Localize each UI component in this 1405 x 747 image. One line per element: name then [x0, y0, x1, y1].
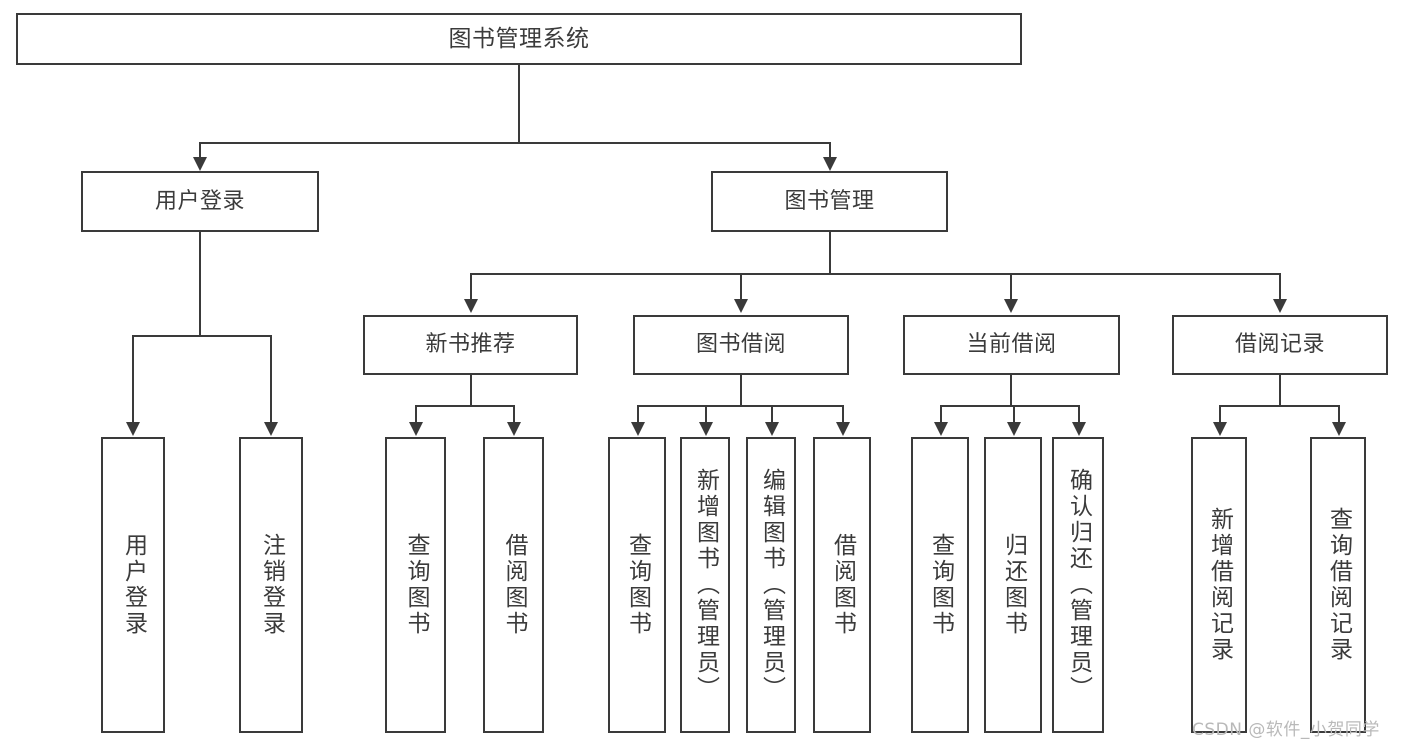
node-leaf-borrow-book-2[interactable]: 借阅图书: [813, 437, 871, 733]
connector-new-book-stem: [470, 375, 472, 406]
node-label: 编辑图书（管理员）: [758, 468, 785, 702]
node-label: 借阅图书: [501, 533, 527, 637]
node-leaf-confirm-return[interactable]: 确认归还（管理员）: [1052, 437, 1104, 733]
arrow-user-login-to-leaf-2: [264, 422, 278, 436]
arrow-to-book-borrow: [734, 299, 748, 313]
node-label: 新增借阅记录: [1206, 507, 1233, 663]
connector-borrow-record-to-leaf-1: [1219, 405, 1221, 423]
arrow-book-borrow-to-leaf-2: [699, 422, 713, 436]
arrow-current-borrow-to-leaf-2: [1007, 422, 1021, 436]
connector-book-borrow-to-leaf-2: [705, 405, 707, 423]
connector-new-book-to-leaf-1: [415, 405, 417, 423]
node-label: 用户登录: [120, 533, 147, 637]
connector-user-login-to-leaf-1: [132, 335, 134, 423]
watermark: CSDN @软件_小贺同学: [1192, 720, 1380, 740]
node-leaf-return-book[interactable]: 归还图书: [984, 437, 1042, 733]
arrow-book-borrow-to-leaf-1: [631, 422, 645, 436]
node-label: 图书借阅: [695, 332, 786, 358]
arrow-user-login-to-leaf-1: [126, 422, 140, 436]
node-user-login[interactable]: 用户登录: [81, 171, 319, 232]
node-label: 图书管理: [784, 188, 875, 214]
connector-user-login-stem: [199, 232, 201, 335]
arrow-to-current-borrow: [1004, 299, 1018, 313]
connector-book-borrow-to-leaf-4: [842, 405, 844, 423]
connector-current-borrow-bus: [940, 405, 1078, 407]
connector-book-management-stem: [829, 232, 831, 275]
node-current-borrow[interactable]: 当前借阅: [903, 315, 1120, 375]
connector-borrow-record-bus: [1219, 405, 1339, 407]
node-label: 查询借阅记录: [1325, 507, 1352, 663]
arrow-borrow-record-to-leaf-1: [1213, 422, 1227, 436]
node-label: 查询图书: [927, 533, 954, 637]
arrow-new-book-to-leaf-2: [507, 422, 521, 436]
node-leaf-add-book[interactable]: 新增图书（管理员）: [680, 437, 730, 733]
node-leaf-user-logout[interactable]: 注销登录: [239, 437, 303, 733]
connector-book-borrow-bus: [637, 405, 843, 407]
node-label: 当前借阅: [966, 332, 1057, 358]
node-leaf-edit-book[interactable]: 编辑图书（管理员）: [746, 437, 796, 733]
connector-new-book-to-leaf-2: [513, 405, 515, 423]
node-leaf-query-borrow-record[interactable]: 查询借阅记录: [1310, 437, 1366, 733]
node-label: 归还图书: [1000, 533, 1027, 637]
node-new-book-recommend[interactable]: 新书推荐: [363, 315, 578, 375]
node-borrow-record[interactable]: 借阅记录: [1172, 315, 1388, 375]
arrow-to-borrow-record: [1273, 299, 1287, 313]
connector-to-new-book-recommend: [470, 273, 472, 301]
arrow-current-borrow-to-leaf-1: [934, 422, 948, 436]
connector-user-login-to-leaf-2: [270, 335, 272, 423]
arrow-root-to-user-login: [193, 157, 207, 171]
connector-borrow-record-to-leaf-2: [1338, 405, 1340, 423]
node-label: 确认归还（管理员）: [1065, 468, 1092, 702]
node-label: 图书管理系统: [448, 25, 590, 52]
connector-root-to-user-login: [199, 142, 201, 168]
arrow-current-borrow-to-leaf-3: [1072, 422, 1086, 436]
arrow-book-borrow-to-leaf-3: [765, 422, 779, 436]
connector-root-stem: [518, 65, 520, 143]
connector-borrow-record-stem: [1279, 375, 1281, 406]
node-book-borrow[interactable]: 图书借阅: [633, 315, 849, 375]
connector-user-login-bus: [132, 335, 271, 337]
node-label: 注销登录: [258, 533, 285, 637]
arrow-new-book-to-leaf-1: [409, 422, 423, 436]
connector-level3-bus: [470, 273, 1280, 275]
connector-new-book-bus: [415, 405, 514, 407]
arrow-to-new-book-recommend: [464, 299, 478, 313]
node-leaf-query-book-2[interactable]: 查询图书: [608, 437, 666, 733]
connector-root-bus: [199, 142, 831, 144]
node-leaf-query-book-3[interactable]: 查询图书: [911, 437, 969, 733]
connector-to-current-borrow: [1010, 273, 1012, 301]
connector-to-borrow-record: [1279, 273, 1281, 301]
node-leaf-add-borrow-record[interactable]: 新增借阅记录: [1191, 437, 1247, 733]
node-leaf-query-book-1[interactable]: 查询图书: [385, 437, 446, 733]
node-root-book-management-system[interactable]: 图书管理系统: [16, 13, 1022, 65]
node-label: 新增图书（管理员）: [692, 468, 719, 702]
arrow-book-borrow-to-leaf-4: [836, 422, 850, 436]
node-leaf-borrow-book-1[interactable]: 借阅图书: [483, 437, 544, 733]
node-label: 借阅图书: [829, 533, 856, 637]
node-label: 借阅记录: [1234, 332, 1325, 358]
node-label: 用户登录: [154, 188, 245, 214]
connector-current-borrow-to-leaf-2: [1013, 405, 1015, 423]
connector-to-book-borrow: [740, 273, 742, 301]
arrow-root-to-book-management: [823, 157, 837, 171]
node-label: 新书推荐: [425, 332, 516, 358]
node-label: 查询图书: [403, 533, 429, 637]
node-leaf-user-login[interactable]: 用户登录: [101, 437, 165, 733]
node-label: 查询图书: [624, 533, 651, 637]
node-book-management[interactable]: 图书管理: [711, 171, 948, 232]
connector-book-borrow-stem: [740, 375, 742, 406]
connector-root-to-book-management: [829, 142, 831, 168]
connector-current-borrow-stem: [1010, 375, 1012, 406]
connector-current-borrow-to-leaf-1: [940, 405, 942, 423]
connector-book-borrow-to-leaf-1: [637, 405, 639, 423]
connector-current-borrow-to-leaf-3: [1078, 405, 1080, 423]
connector-book-borrow-to-leaf-3: [771, 405, 773, 423]
arrow-borrow-record-to-leaf-2: [1332, 422, 1346, 436]
